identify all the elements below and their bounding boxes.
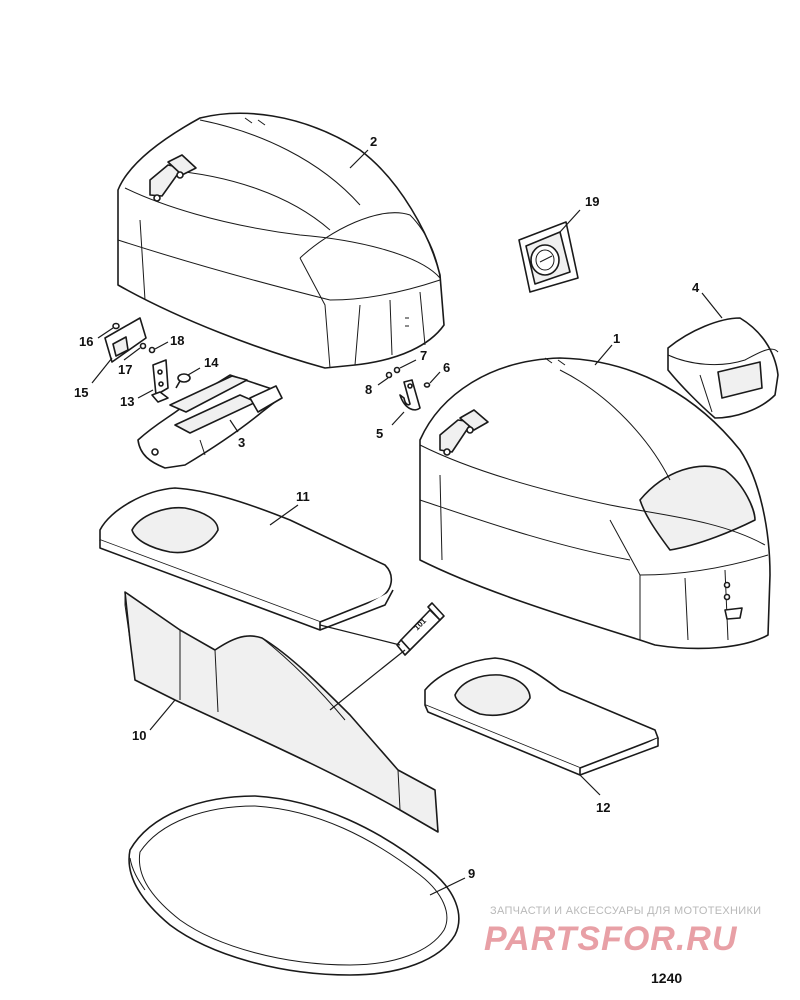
part-9-seal[interactable] (128, 795, 460, 976)
leader-19 (559, 209, 581, 233)
callout-11: 11 (296, 489, 310, 504)
leader-6 (429, 371, 441, 384)
part-11-foam-pad[interactable] (99, 487, 394, 631)
watermark-logo-text: PARTSFOR.RU (484, 920, 738, 958)
callout-9: 9 (468, 866, 475, 881)
callout-3: 3 (238, 435, 245, 450)
part-19-emblem[interactable] (518, 221, 579, 293)
part-16-screw[interactable] (112, 322, 120, 330)
part-12-foam-pad[interactable] (424, 657, 659, 776)
leader-7 (399, 359, 417, 369)
callout-16: 16 (79, 334, 93, 349)
part-18-washer[interactable] (148, 346, 156, 354)
sealant-tube[interactable]: 101 (396, 602, 445, 656)
leader-tube-b (319, 624, 401, 646)
callout-8: 8 (365, 382, 372, 397)
part-1-cowl-assembly[interactable] (419, 357, 771, 650)
leader-5 (391, 411, 405, 426)
part-17-nut[interactable] (139, 342, 147, 350)
callout-labels: 1 2 3 4 5 6 7 8 9 10 11 12 13 14 15 16 1… (74, 134, 700, 881)
callout-4: 4 (692, 280, 700, 295)
part-15-latch-plate[interactable] (104, 317, 147, 363)
callout-18: 18 (170, 333, 184, 348)
part-2-top-cowl[interactable] (117, 112, 445, 369)
leader-tube (329, 649, 406, 711)
watermark-logo: PARTSFOR.RU (484, 920, 738, 958)
callout-1: 1 (613, 331, 620, 346)
callout-15: 15 (74, 385, 88, 400)
leader-14 (187, 367, 201, 376)
part-6-screw[interactable] (423, 382, 431, 388)
leader-3 (229, 419, 239, 433)
part-8-nut[interactable] (385, 371, 393, 379)
leader-12 (579, 774, 601, 796)
leader-17 (123, 347, 141, 361)
leader-1 (594, 344, 613, 366)
part-10-side-panel[interactable] (124, 591, 439, 833)
callout-13: 13 (120, 394, 134, 409)
leader-10 (149, 699, 176, 731)
callout-7: 7 (420, 348, 427, 363)
part-3-mounting-bracket[interactable] (137, 374, 283, 469)
leader-18 (154, 341, 169, 350)
callout-10: 10 (132, 728, 146, 743)
callout-19: 19 (585, 194, 599, 209)
leader-9 (429, 877, 466, 896)
callout-6: 6 (443, 360, 450, 375)
callout-12: 12 (596, 800, 610, 815)
leader-15 (91, 357, 113, 384)
part-7-washer[interactable] (393, 366, 401, 374)
leader-4 (701, 292, 723, 319)
leader-11 (269, 504, 299, 526)
leader-16 (97, 327, 114, 339)
leader-13 (137, 389, 154, 399)
part-4-air-intake-cover[interactable] (667, 317, 779, 419)
leader-2 (349, 149, 369, 169)
callout-2: 2 (370, 134, 377, 149)
callout-14: 14 (204, 355, 219, 370)
callout-5: 5 (376, 426, 383, 441)
part-5-latch-clip[interactable] (399, 379, 421, 411)
part-14-screw[interactable] (175, 373, 191, 389)
part-13-hinge-bracket[interactable] (151, 359, 169, 403)
callout-17: 17 (118, 362, 132, 377)
leader-lines (91, 149, 723, 896)
watermark-caption: ЗАПЧАСТИ И АКСЕССУАРЫ ДЛЯ МОТОТЕХНИКИ (490, 905, 762, 917)
leader-8 (377, 377, 389, 386)
diagram-number: 1240 (651, 970, 683, 986)
